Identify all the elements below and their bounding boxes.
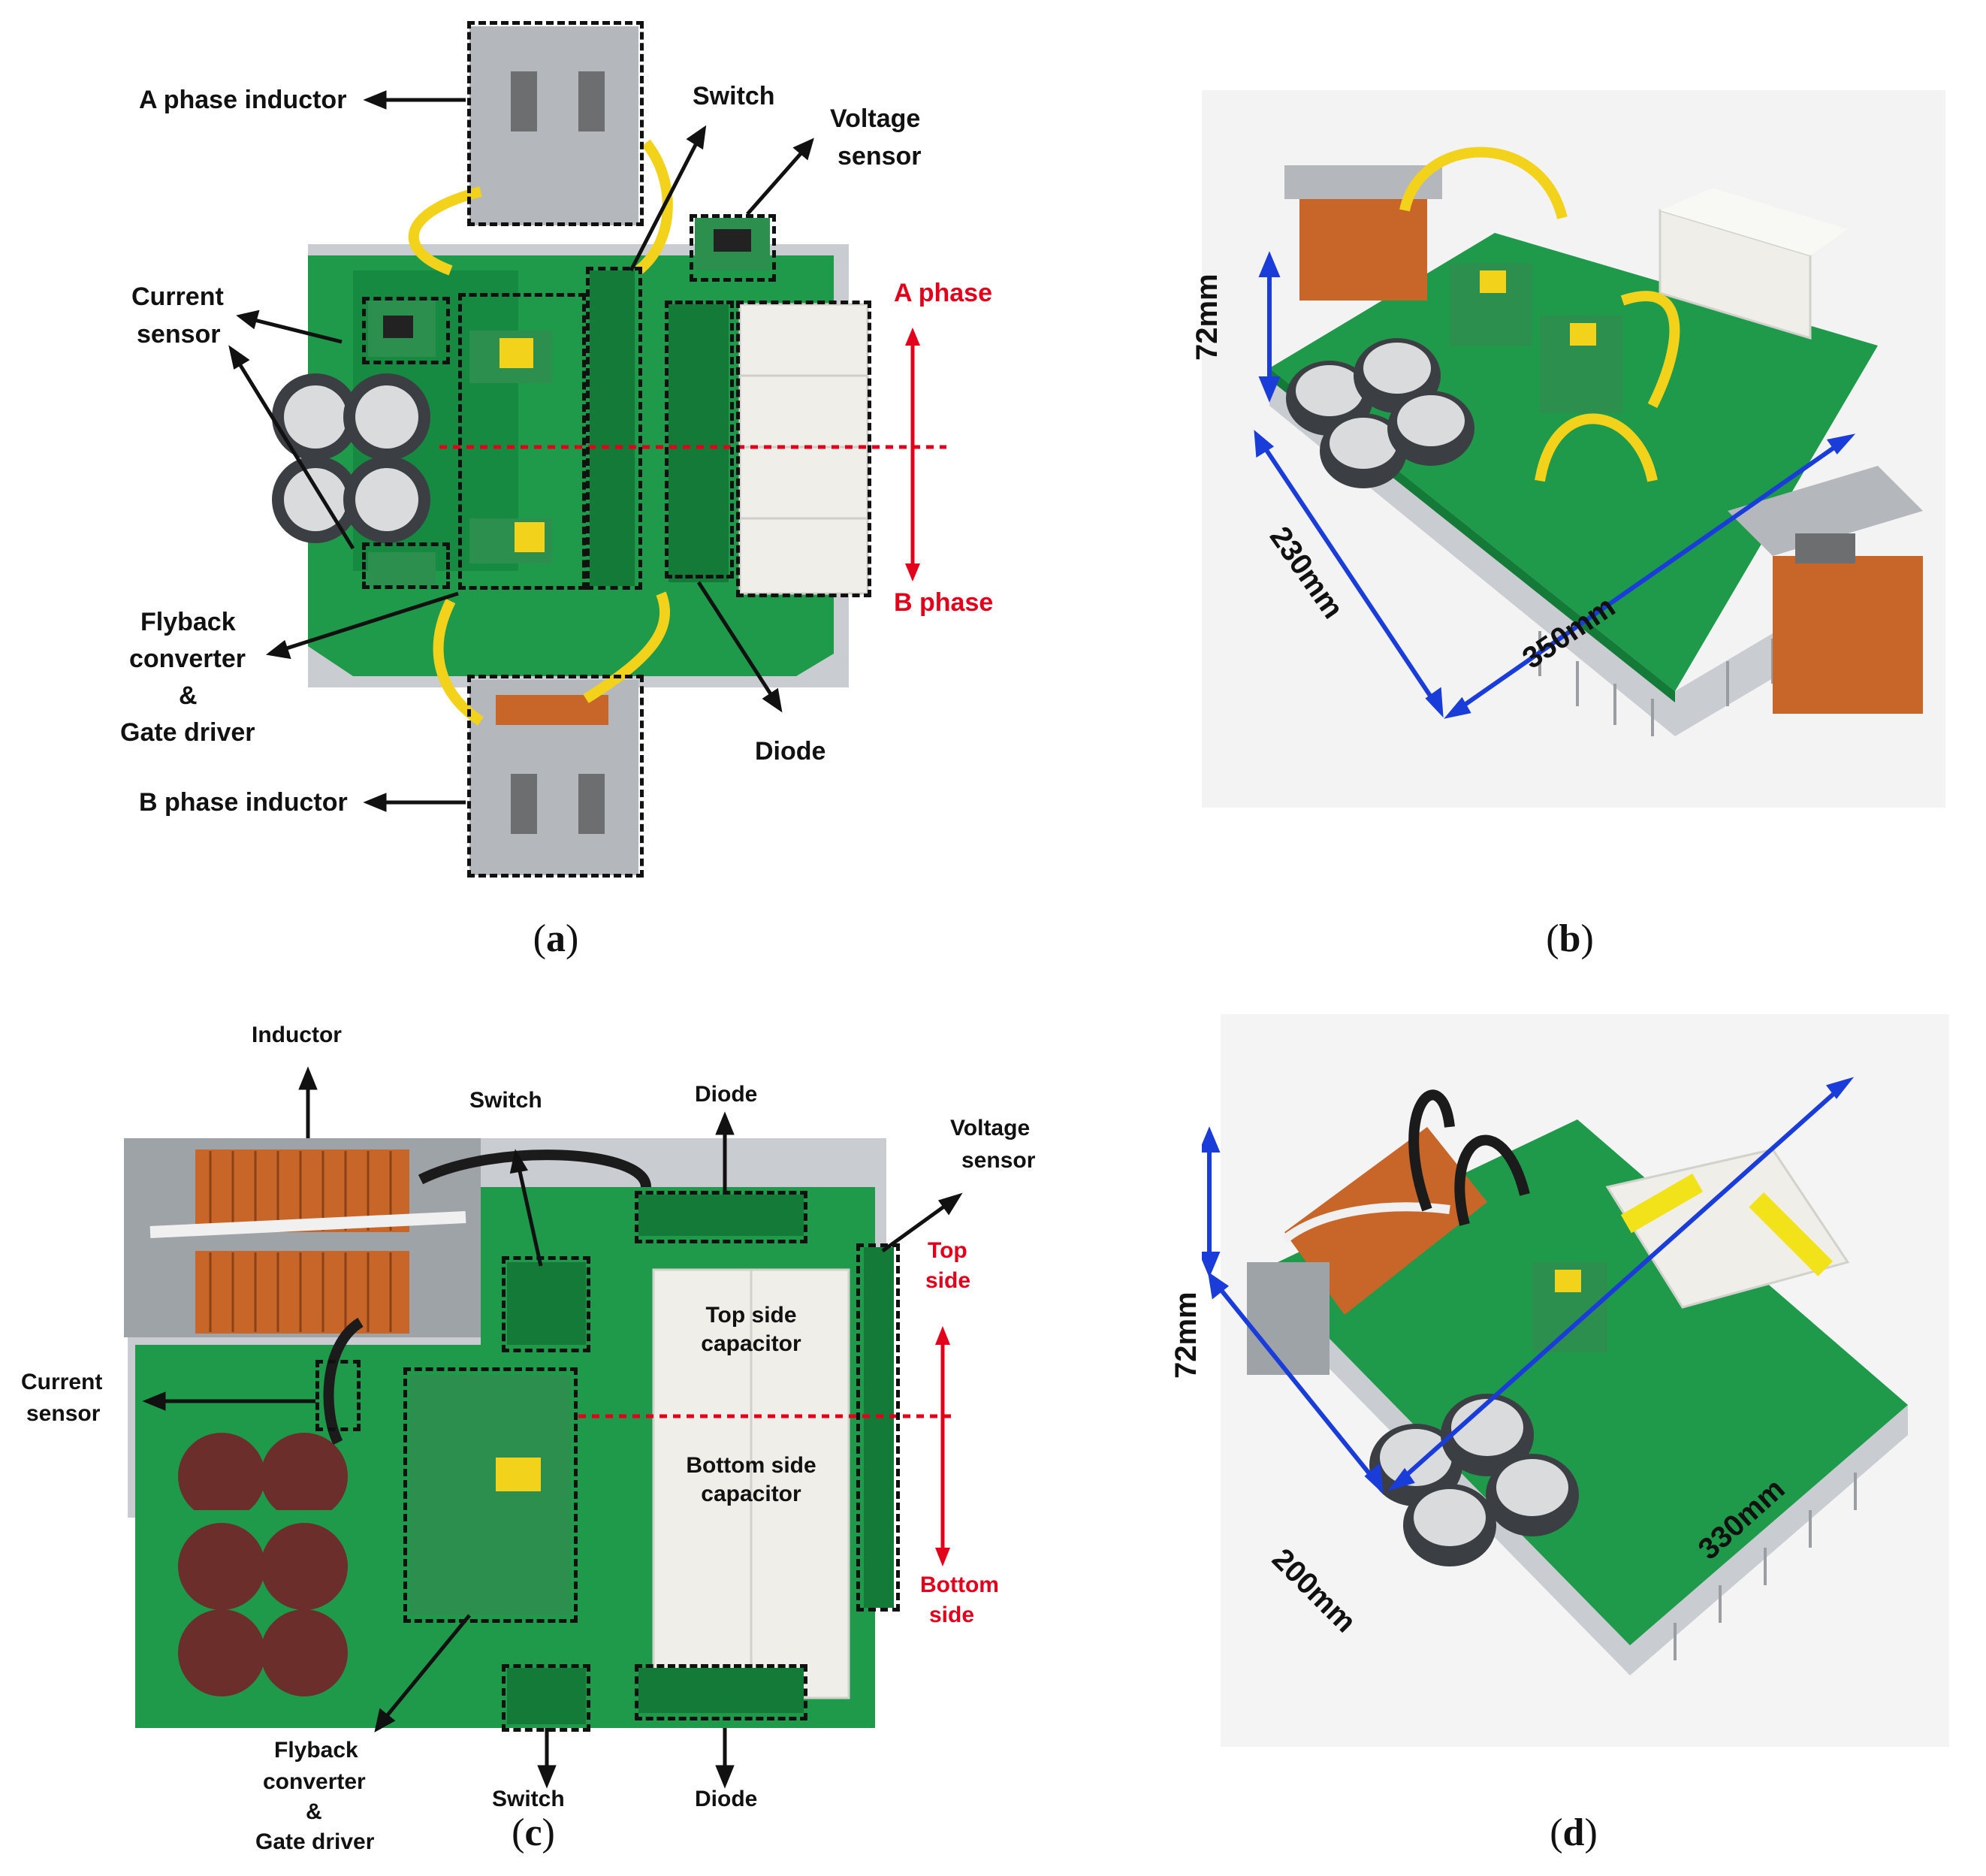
label-c-flyback-3: & <box>306 1799 322 1824</box>
label-bottom-capacitor-1: Bottom side <box>686 1453 816 1478</box>
caption-b: (b) <box>1546 917 1594 960</box>
box-current-sensor-bottom <box>362 542 450 589</box>
box-c-diode-top <box>635 1191 807 1243</box>
panel-b: 72mm 230mm 350mm <box>1191 90 1953 841</box>
label-flyback-4: Gate driver <box>120 718 255 747</box>
label-c-voltage-sensor-2: sensor <box>961 1148 1036 1173</box>
label-c-switch-bottom: Switch <box>492 1787 565 1811</box>
label-a-phase-inductor: A phase inductor <box>139 86 347 114</box>
box-switch <box>586 267 642 590</box>
box-c-current-sensor <box>315 1360 361 1431</box>
label-c-flyback-1: Flyback <box>274 1738 358 1763</box>
label-top-capacitor-2: capacitor <box>701 1331 801 1356</box>
label-c-flyback-4: Gate driver <box>255 1829 375 1854</box>
label-c-top-side-2: side <box>925 1268 971 1293</box>
box-voltage-sensor <box>690 214 776 282</box>
label-c-diode-bottom: Diode <box>695 1787 758 1811</box>
a-phase-inductor-body <box>469 26 638 225</box>
box-b-inductor <box>467 675 644 878</box>
label-flyback-2: converter <box>129 645 246 673</box>
dim-d-height: 72mm <box>1170 1291 1203 1379</box>
panel-b-photo <box>1269 147 1923 736</box>
box-c-voltage-sensor <box>856 1243 900 1612</box>
panel-d-dimension-arrows <box>1202 1077 1855 1494</box>
box-a-inductor <box>467 21 644 226</box>
label-c-current-sensor-2: sensor <box>26 1401 101 1426</box>
label-c-voltage-sensor-1: Voltage <box>950 1116 1031 1140</box>
label-c-switch-top: Switch <box>469 1088 542 1113</box>
label-c-inductor: Inductor <box>252 1023 342 1047</box>
label-top-capacitor: Top side capacitor <box>676 1301 826 1358</box>
label-c-bottom-side-1: Bottom <box>920 1572 999 1597</box>
panel-a: A phase inductor B phase inductor Switch… <box>0 0 994 977</box>
panel-d <box>1202 1014 1960 1766</box>
label-bottom-capacitor: Bottom side capacitor <box>669 1452 834 1509</box>
label-c-diode-top: Diode <box>695 1082 758 1107</box>
box-current-sensor-top <box>362 297 450 364</box>
label-switch: Switch <box>693 82 775 110</box>
box-flyback <box>458 293 586 590</box>
panel-b-dimension-arrows <box>1254 251 1856 719</box>
panel-a-photo <box>228 26 946 875</box>
label-c-current-sensor-1: Current <box>21 1370 103 1394</box>
label-b-phase: B phase <box>894 588 994 617</box>
label-current-sensor-2: sensor <box>137 320 221 349</box>
label-voltage-sensor-2: sensor <box>838 142 922 171</box>
label-c-bottom-side-2: side <box>929 1603 975 1627</box>
label-top-capacitor-1: Top side <box>705 1303 797 1328</box>
panel-d-photo <box>1247 1089 1908 1675</box>
box-c-switch-bottom <box>502 1664 590 1732</box>
label-a-phase: A phase <box>894 279 993 307</box>
caption-a: (a) <box>533 917 579 960</box>
label-current-sensor-1: Current <box>131 282 224 311</box>
caption-c: (c) <box>512 1811 555 1854</box>
label-c-flyback-2: converter <box>263 1769 366 1794</box>
label-c-top-side-1: Top <box>928 1238 967 1263</box>
label-flyback-1: Flyback <box>140 608 236 636</box>
panel-c: Top side capacitor Bottom side capacitor… <box>0 992 1035 1876</box>
box-c-flyback <box>403 1367 578 1623</box>
label-flyback-3: & <box>179 681 198 710</box>
label-voltage-sensor-1: Voltage <box>830 104 921 133</box>
label-b-phase-inductor: B phase inductor <box>139 788 348 817</box>
dim-b-height: 72mm <box>1191 273 1224 361</box>
box-c-diode-bottom <box>635 1664 807 1720</box>
box-film-cap <box>736 301 871 597</box>
box-c-switch-top <box>502 1256 590 1352</box>
label-bottom-capacitor-2: capacitor <box>701 1482 801 1506</box>
label-diode: Diode <box>755 737 826 766</box>
caption-d: (d) <box>1550 1811 1598 1854</box>
box-diode <box>665 301 734 579</box>
